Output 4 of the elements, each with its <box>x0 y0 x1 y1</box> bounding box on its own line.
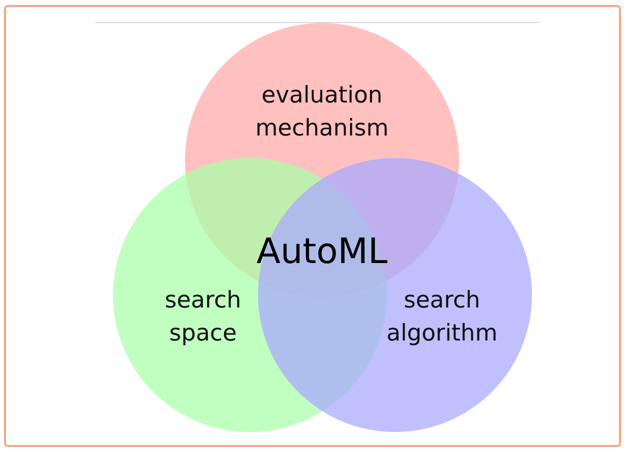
center-title: AutoML <box>256 232 388 272</box>
circle-label: search space <box>164 286 242 349</box>
circle-label: evaluation mechanism <box>254 82 390 144</box>
circle-label: search algorithm <box>385 286 498 349</box>
